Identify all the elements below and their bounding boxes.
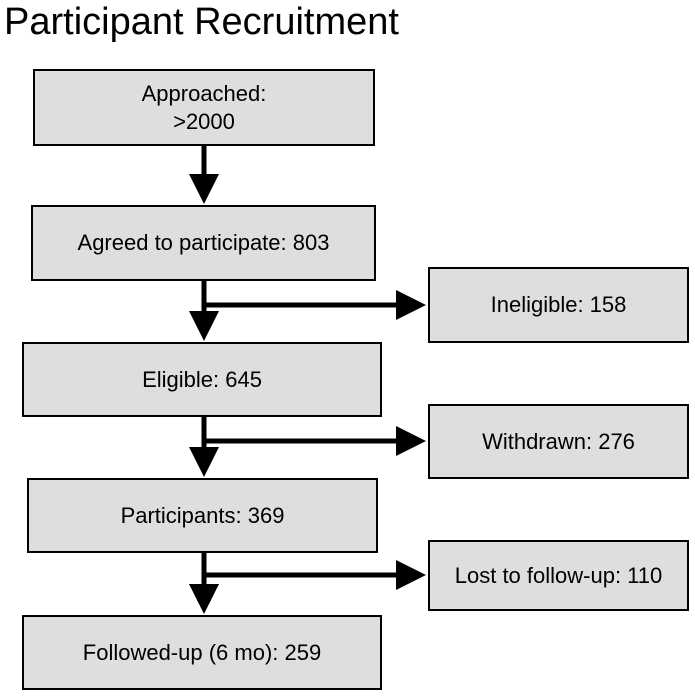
participants-box: Participants: 369 xyxy=(27,478,378,553)
approached-count: >2000 xyxy=(173,108,235,134)
ineligible-label: Ineligible: 158 xyxy=(490,292,627,317)
participants-label: Participants: 369 xyxy=(120,502,285,528)
eligible-box: Eligible: 645 xyxy=(22,342,382,417)
lost-to-follow-up-label: Lost to follow-up: 110 xyxy=(454,562,663,588)
followed-up-label: Followed-up (6 mo): 259 xyxy=(82,639,322,665)
withdrawn-label: Withdrawn: 276 xyxy=(482,428,635,454)
followed-up-box: Followed-up (6 mo): 259 xyxy=(22,615,382,690)
eligible-label: Eligible: 645 xyxy=(142,366,262,392)
ineligible-box: Ineligible: 158 xyxy=(428,267,689,343)
approached-box: Approached: >2000 xyxy=(33,69,375,146)
agreed-box: Agreed to participate: 803 xyxy=(31,205,376,281)
approached-label: Approached: xyxy=(141,80,267,106)
lost-to-follow-up-box: Lost to follow-up: 110 xyxy=(428,540,689,611)
agreed-label: Agreed to participate: 803 xyxy=(77,230,330,255)
page-title: Participant Recruitment xyxy=(4,1,399,43)
withdrawn-box: Withdrawn: 276 xyxy=(428,404,689,479)
